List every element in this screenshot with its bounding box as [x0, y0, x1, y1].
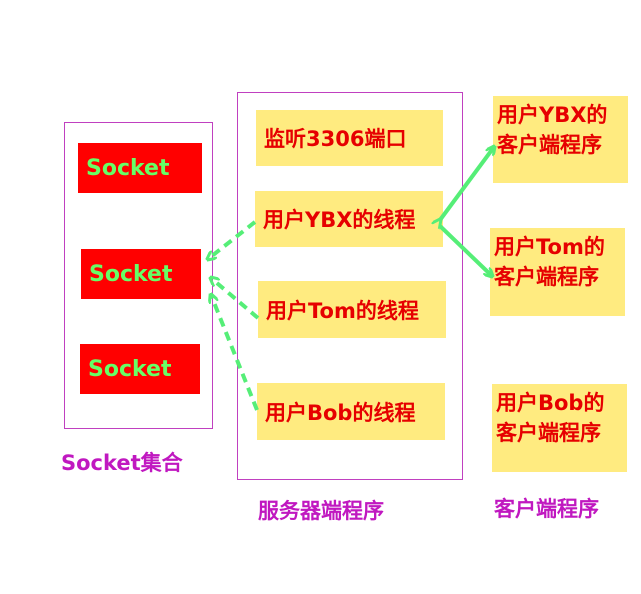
server-caption: 服务器端程序	[258, 499, 384, 523]
client-box-tom: 用户Tom的 客户端程序	[490, 228, 625, 316]
client-line2: 客户端程序	[497, 133, 602, 157]
arrow-ybx-thread-to-socket	[208, 220, 257, 259]
socket-box-2: Socket	[81, 249, 201, 299]
client-line1: 用户Bob的	[496, 391, 605, 415]
thread-label: 用户Bob的线程	[265, 400, 416, 425]
client-box-ybx: 用户YBX的 客户端程序	[493, 96, 628, 183]
thread-label: 用户YBX的线程	[263, 208, 416, 232]
socket-box-3: Socket	[80, 344, 200, 394]
socket-box-1: Socket	[78, 143, 202, 193]
client-line1: 用户YBX的	[497, 103, 608, 127]
listen-port-box: 监听3306端口	[256, 110, 443, 166]
arrow-bob-thread-to-socket	[211, 295, 259, 411]
thread-box-tom: 用户Tom的线程	[258, 281, 446, 338]
thread-label: 用户Tom的线程	[266, 298, 419, 323]
socket-label: Socket	[88, 356, 172, 382]
arrow-tom-thread-to-socket	[211, 278, 260, 320]
client-line1: 用户Tom的	[494, 235, 605, 259]
arrow-ybx-to-tom-client	[438, 224, 492, 276]
thread-box-ybx: 用户YBX的线程	[255, 191, 443, 247]
client-line2: 客户端程序	[496, 421, 601, 445]
client-box-bob: 用户Bob的 客户端程序	[492, 384, 627, 472]
socket-set-caption: Socket集合	[61, 451, 183, 475]
socket-label: Socket	[86, 155, 170, 181]
client-line2: 客户端程序	[494, 265, 599, 289]
client-caption: 客户端程序	[494, 497, 599, 521]
server-frame	[237, 92, 463, 480]
socket-label: Socket	[89, 261, 173, 287]
listen-port-label: 监听3306端口	[264, 127, 407, 151]
arrow-ybx-to-client	[440, 147, 494, 220]
thread-box-bob: 用户Bob的线程	[257, 383, 445, 440]
